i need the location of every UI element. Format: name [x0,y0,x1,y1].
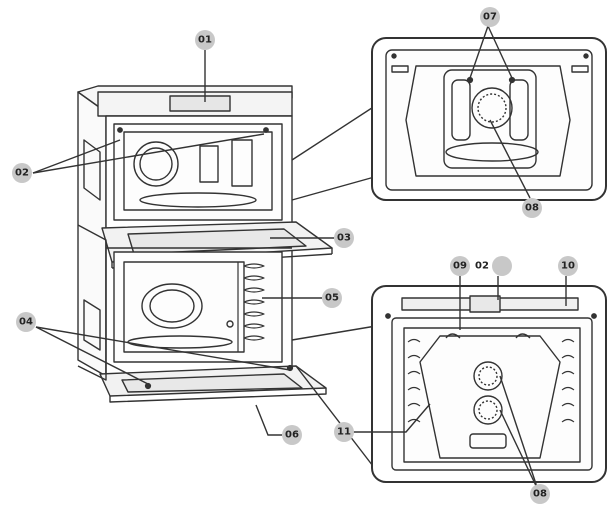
leader-lines [32,25,567,491]
svg-text:02: 02 [15,168,29,179]
callout-11: 11 [334,422,354,442]
svg-text:11: 11 [337,427,351,438]
svg-text:08: 08 [533,489,547,500]
callout-05: 05 [322,288,342,308]
svg-text:02: 02 [475,261,489,272]
callout-04: 04 [16,312,36,332]
callout-02-lower: 02 [475,256,512,276]
oven-cabinet [77,85,333,403]
svg-text:05: 05 [325,293,339,304]
callout-03: 03 [334,228,354,248]
svg-text:10: 10 [561,261,575,272]
callout-10: 10 [558,256,578,276]
callout-06: 06 [282,425,302,445]
callout-07: 07 [480,7,500,27]
svg-text:04: 04 [19,317,33,328]
callout-09: 09 [450,256,470,276]
callout-08-upper: 08 [522,198,542,218]
svg-text:06: 06 [285,430,299,441]
callout-02-upper: 02 [12,163,32,183]
svg-text:08: 08 [525,203,539,214]
svg-text:07: 07 [483,12,497,23]
upper-oven-inset [291,37,607,201]
callout-08-lower: 08 [530,484,550,504]
lower-oven-inset [291,285,607,483]
svg-text:01: 01 [198,35,212,46]
callout-01: 01 [195,30,215,50]
svg-text:03: 03 [337,233,351,244]
svg-text:09: 09 [453,261,467,272]
